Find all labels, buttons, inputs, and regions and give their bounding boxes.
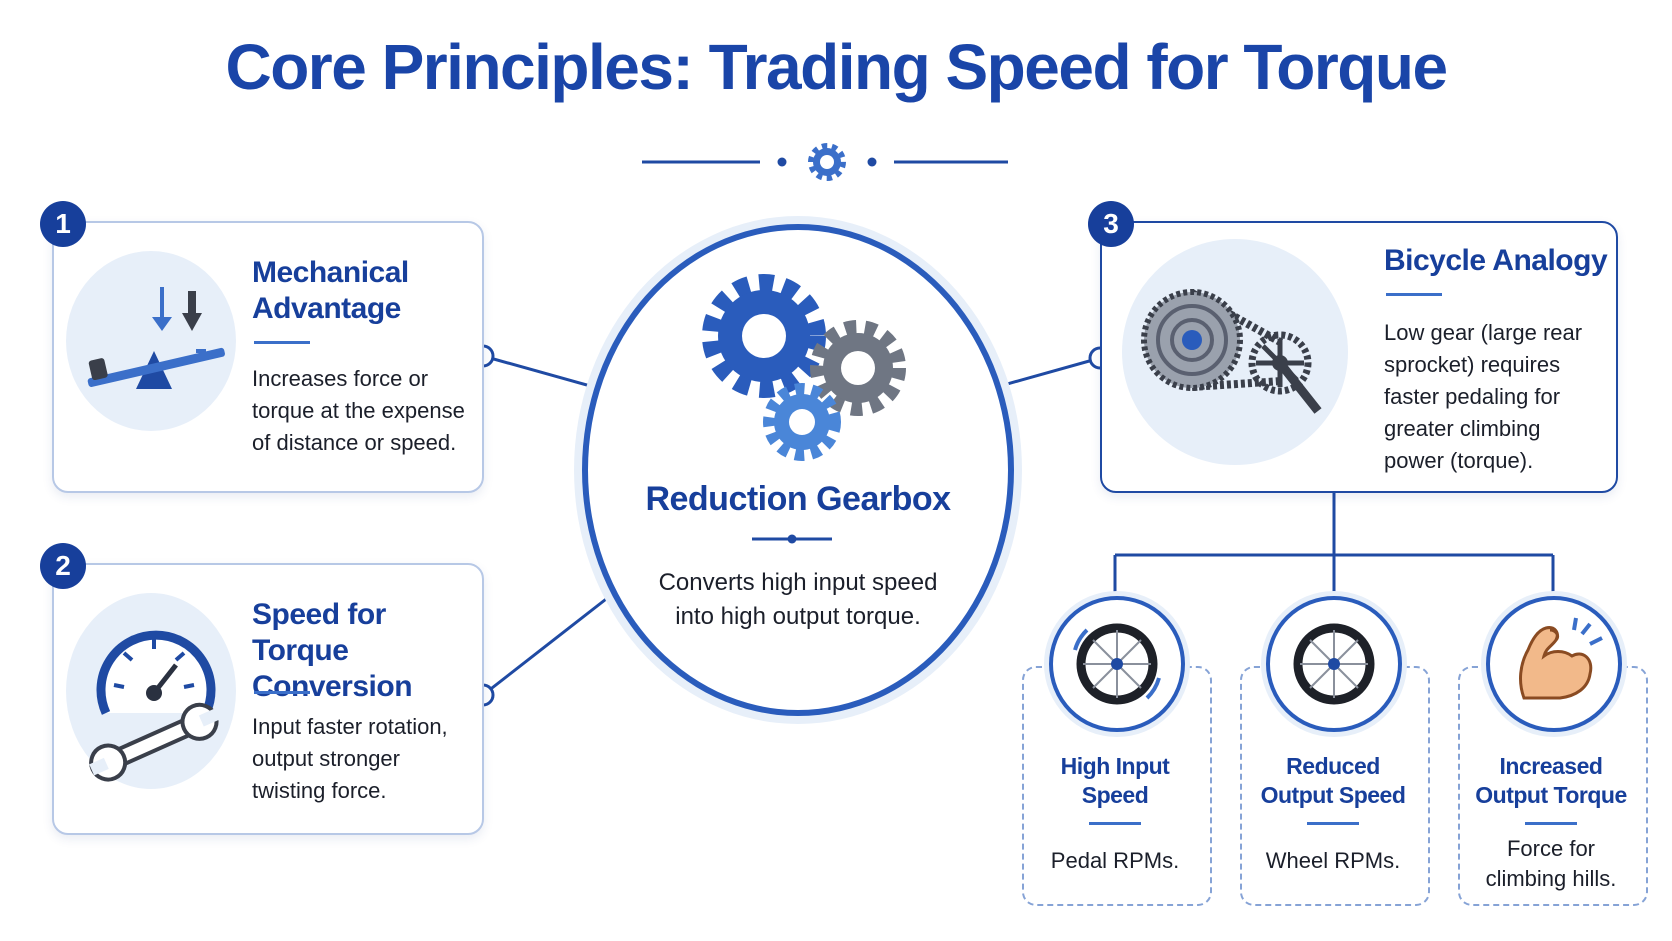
- step-number-badge: 2: [40, 543, 86, 589]
- outcome-title-line1: Reduced: [1286, 753, 1380, 779]
- outcome-title-line1: Increased: [1499, 753, 1603, 779]
- outcome-icon-circle: [1049, 596, 1185, 732]
- card-bicycle-analogy: Bicycle Analogy Low gear (large rear spr…: [1100, 221, 1618, 493]
- center-text-line2: into high output torque.: [675, 603, 921, 630]
- gears-icon: [702, 274, 906, 461]
- icon-background: [66, 251, 236, 431]
- outcome-text-line1: Force for: [1506, 836, 1596, 861]
- outcome-divider: [1307, 822, 1359, 825]
- outcome-divider: [1089, 822, 1141, 825]
- card-text-line4: greater climbing: [1384, 416, 1541, 441]
- outcome-text-line1: Wheel RPMs.: [1265, 848, 1401, 873]
- card-title-line2: Advantage: [252, 292, 401, 325]
- divider-gear-icon: [808, 143, 846, 181]
- center-text-line1: Converts high input speed: [658, 569, 938, 596]
- card-text-line3: faster pedaling for: [1384, 384, 1561, 409]
- icon-background: [1122, 239, 1348, 465]
- bicycle-drivetrain-icon: [1141, 289, 1322, 414]
- center-divider: [752, 534, 832, 544]
- spinning-wheel-icon: [1073, 623, 1161, 705]
- card-text-line5: power (torque).: [1384, 448, 1534, 473]
- outcome-icon-circle: [1266, 596, 1402, 732]
- outcome-icon-circle: [1486, 596, 1622, 732]
- outcome-divider: [1525, 822, 1577, 825]
- step-number-badge: 1: [40, 201, 86, 247]
- flexed-arm-icon: [1519, 617, 1603, 700]
- card-text-line2: torque at the expense: [252, 398, 465, 423]
- outcome-title-line2: Output Torque: [1475, 782, 1627, 808]
- outcome-title-line1: High Input: [1060, 753, 1170, 779]
- card-title-line1: Bicycle Analogy: [1384, 244, 1608, 277]
- card-divider: [1386, 293, 1442, 296]
- card-text-line2: output stronger: [252, 746, 400, 771]
- outcome-text-line2: climbing hills.: [1485, 866, 1617, 891]
- outcome-text-line1: Pedal RPMs.: [1050, 848, 1180, 873]
- card-title-line2: Torque Conversion: [252, 634, 413, 703]
- gauge-wrench-icon: [89, 630, 221, 782]
- card-divider: [254, 341, 310, 344]
- outcome-title-line2: Output Speed: [1260, 782, 1406, 808]
- outcome-title-line2: Speed: [1081, 782, 1149, 808]
- center-title: Reduction Gearbox: [645, 480, 951, 518]
- card-divider: [254, 691, 310, 694]
- card-text-line1: Increases force or: [252, 366, 429, 391]
- card-text-line1: Low gear (large rear: [1384, 320, 1583, 345]
- card-text-line3: of distance or speed.: [252, 430, 457, 455]
- lever-icon: [87, 287, 225, 389]
- card-text-line1: Input faster rotation,: [252, 714, 448, 739]
- wheel-icon: [1293, 623, 1375, 705]
- card-mechanical-advantage: Mechanical Advantage Increases force or …: [52, 221, 484, 493]
- card-text-line2: sprocket) requires: [1384, 352, 1561, 377]
- card-text-line3: twisting force.: [252, 778, 387, 803]
- icon-background: [66, 593, 236, 789]
- card-speed-torque-conversion: Speed for Torque Conversion Input faster…: [52, 563, 484, 835]
- page-title: Core Principles: Trading Speed for Torqu…: [225, 31, 1448, 103]
- card-title-line1: Mechanical: [252, 256, 409, 289]
- step-number-badge: 3: [1088, 201, 1134, 247]
- card-title-line1: Speed for: [252, 598, 386, 631]
